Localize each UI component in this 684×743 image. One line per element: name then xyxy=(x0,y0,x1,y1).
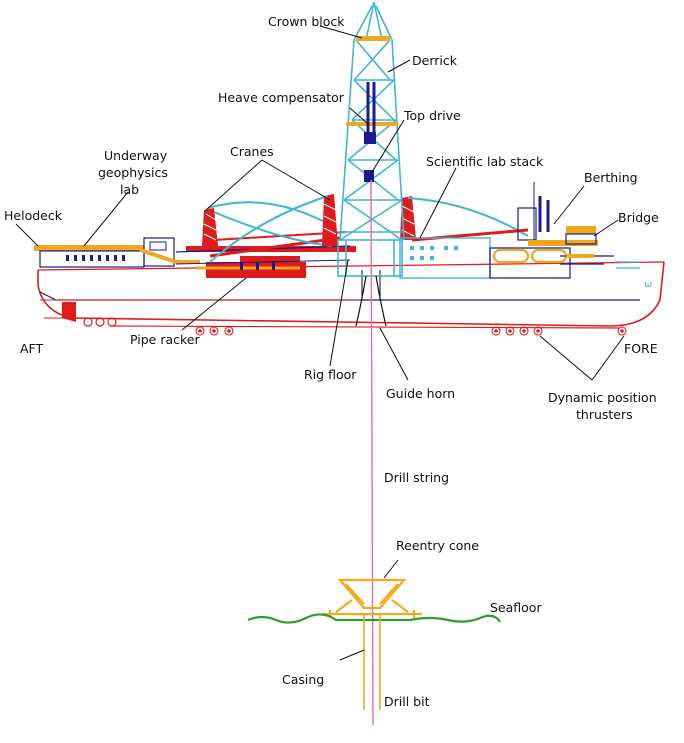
thruster-icon xyxy=(519,326,529,336)
label-pipe-racker: Pipe racker xyxy=(130,332,200,347)
helodeck-structure xyxy=(34,237,200,268)
thruster-icon xyxy=(505,326,515,336)
labels: Crown block Derrick Heave compensator To… xyxy=(4,14,659,709)
label-underway-line2: geophysics xyxy=(98,165,168,180)
label-crown-block: Crown block xyxy=(268,14,345,29)
thruster-icon xyxy=(195,326,205,336)
label-fore: FORE xyxy=(624,341,658,356)
label-top-drive: Top drive xyxy=(403,108,461,123)
thruster-icon xyxy=(224,326,234,336)
label-underway-line3: lab xyxy=(120,182,139,197)
thrusters-aft xyxy=(195,326,234,336)
label-underway-line1: Underway xyxy=(104,148,168,163)
seafloor xyxy=(247,613,501,624)
label-dynamic-thrusters-line1: Dynamic position xyxy=(548,390,657,405)
bridge-structure xyxy=(560,226,640,269)
label-heave-compensator: Heave compensator xyxy=(218,90,345,105)
label-seafloor: Seafloor xyxy=(490,600,542,615)
heave-compensator xyxy=(346,122,398,126)
propeller-icon xyxy=(83,317,93,327)
label-drill-string: Drill string xyxy=(384,470,449,485)
label-reentry-cone: Reentry cone xyxy=(396,538,479,553)
thrusters-fore xyxy=(491,326,627,336)
pipe-racker-structure xyxy=(175,231,356,278)
label-drill-bit: Drill bit xyxy=(384,694,430,709)
leader-lines xyxy=(15,25,625,661)
guide-horn xyxy=(355,275,387,327)
ship-hull: ω xyxy=(37,261,665,329)
label-rig-floor: Rig floor xyxy=(304,367,357,382)
label-aft: AFT xyxy=(20,341,44,356)
svg-text:ω: ω xyxy=(644,279,652,290)
label-bridge: Bridge xyxy=(618,210,659,225)
label-casing: Casing xyxy=(282,672,324,687)
label-helodeck: Helodeck xyxy=(4,208,63,223)
drill-string xyxy=(370,179,374,726)
label-derrick: Derrick xyxy=(412,53,458,68)
crown-block xyxy=(356,36,390,41)
berthing-structure xyxy=(492,182,598,264)
top-drive xyxy=(364,170,374,182)
crane-fore xyxy=(400,196,529,242)
thruster-icon xyxy=(491,326,501,336)
thruster-icon xyxy=(209,326,219,336)
thruster-icon xyxy=(617,326,627,336)
crane-aft xyxy=(202,201,337,247)
label-berthing: Berthing xyxy=(584,170,638,185)
thruster-icon xyxy=(533,326,543,336)
label-scientific-lab-stack: Scientific lab stack xyxy=(426,154,544,169)
label-guide-horn: Guide horn xyxy=(386,386,455,401)
casing xyxy=(363,614,381,710)
crane-mid xyxy=(209,194,338,263)
lab-stack xyxy=(399,237,571,279)
label-dynamic-thrusters-line2: thrusters xyxy=(576,407,633,422)
label-cranes: Cranes xyxy=(230,144,274,159)
